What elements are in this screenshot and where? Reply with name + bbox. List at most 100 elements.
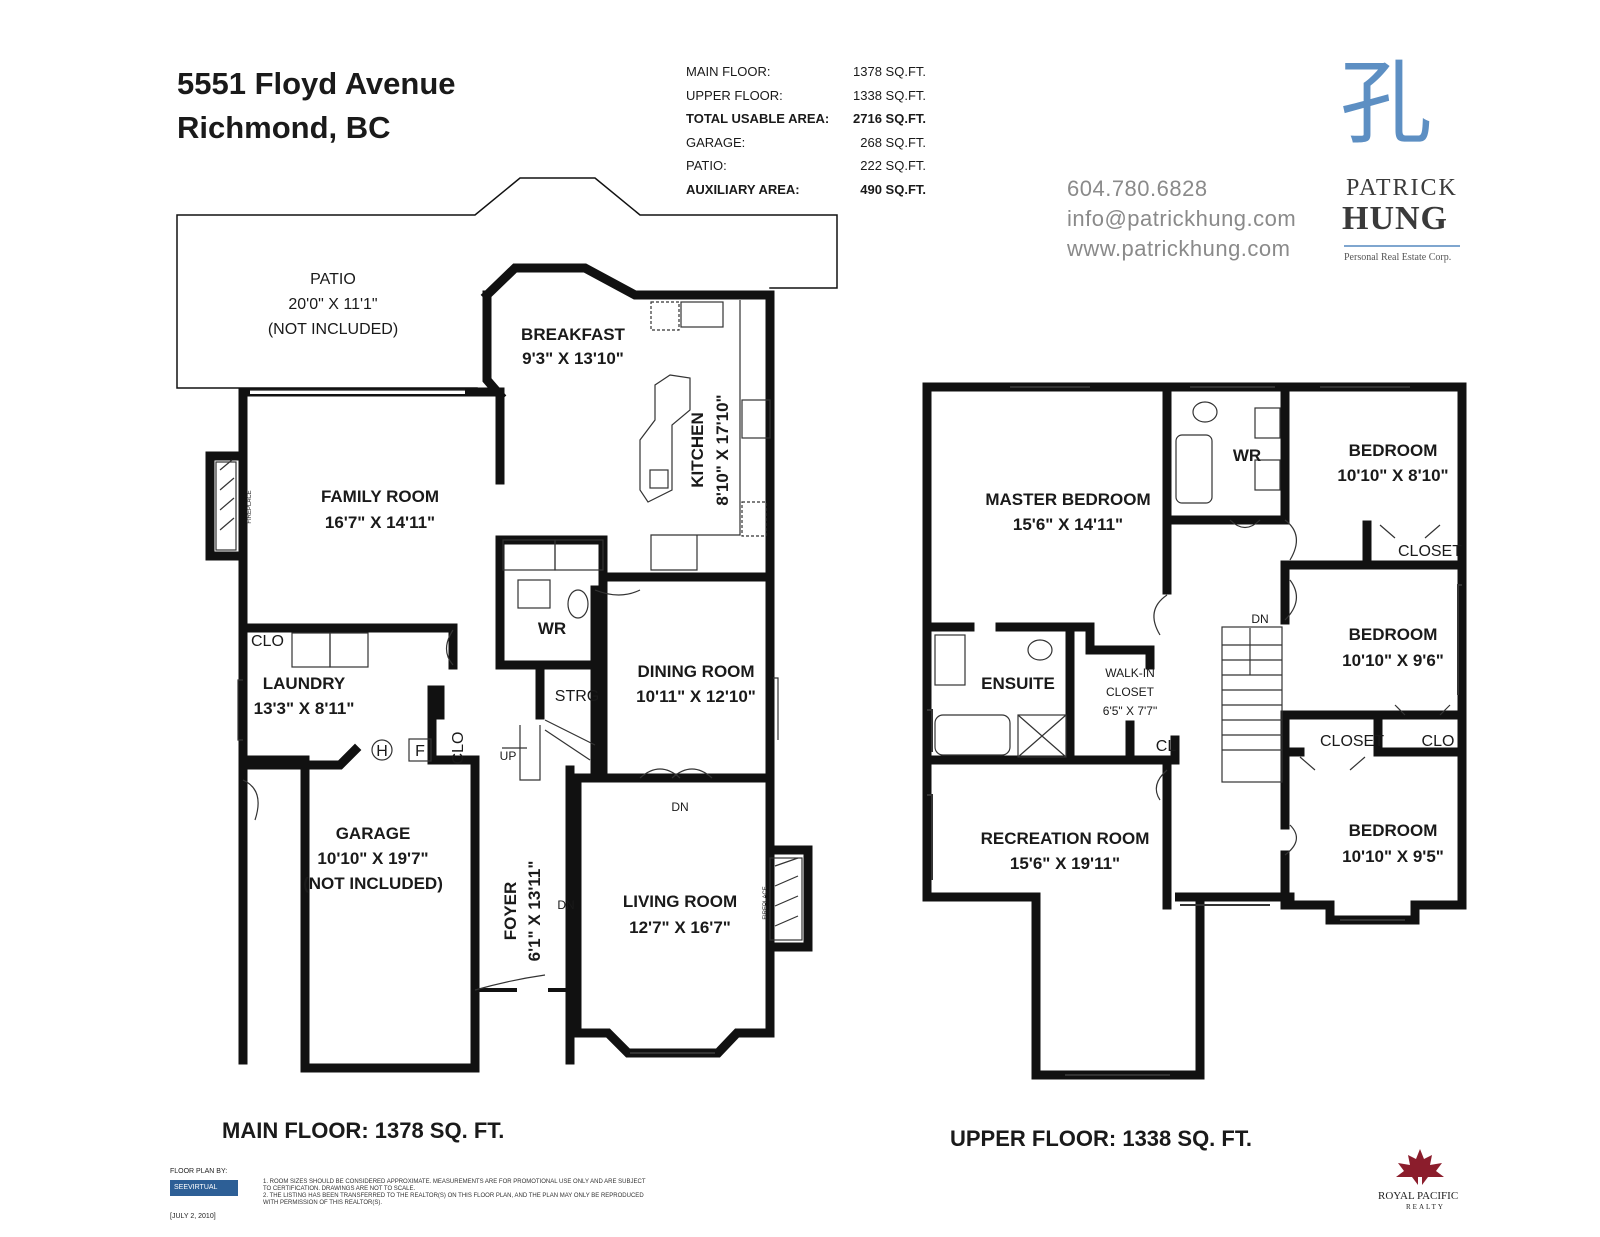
wr-sink (1254, 459, 1281, 491)
label-closet-bed3: CLOSET (1320, 733, 1384, 750)
label-laundry-name: LAUNDRY (263, 674, 346, 693)
label-heater: H (376, 743, 388, 760)
label-walkin-dims: 6'5" X 7'7" (1103, 704, 1157, 718)
counter-cabinet (554, 539, 604, 571)
ensuite-vanity (934, 634, 966, 686)
address-line1: 5551 Floyd Avenue (177, 66, 456, 101)
realty-name: ROYAL PACIFIC (1378, 1190, 1459, 1202)
closet-doors (1299, 756, 1366, 771)
label-walkin-2: CLOSET (1106, 685, 1155, 699)
kitchen-island (639, 374, 691, 503)
label-dn-dining: DN (671, 800, 688, 814)
area-row-upper: UPPER FLOOR:1338 SQ.FT. (686, 87, 926, 103)
washer (291, 632, 331, 668)
label-bed2-dims: 10'10" X 9'6" (1342, 651, 1444, 670)
shower (1017, 714, 1067, 758)
door-swing (639, 768, 713, 779)
fireplace-hatch (769, 857, 803, 941)
door-swing (1229, 519, 1261, 529)
label-ensuite: ENSUITE (981, 674, 1055, 693)
fridge-space (741, 501, 767, 537)
label-bed2-name: BEDROOM (1349, 625, 1438, 644)
wall (1065, 622, 1155, 670)
disclaimer-2: 2. THE LISTING HAS BEEN TRANSFERRED TO T… (263, 1193, 644, 1206)
contact-phone[interactable]: 604.780.6828 (1067, 176, 1208, 201)
island-sink (649, 469, 669, 489)
label-living-dims: 12'7" X 16'7" (629, 918, 731, 937)
label-foyer-name: FOYER (501, 882, 520, 941)
label-bed3-dims: 10'10" X 9'5" (1342, 847, 1444, 866)
disclaimer: 1. ROOM SIZES SHOULD BE CONSIDERED APPRO… (263, 1179, 653, 1207)
door-swing (594, 589, 641, 596)
wall (427, 685, 480, 1073)
area-row-garage: GARAGE:268 SQ.FT. (686, 134, 926, 150)
wr-sink (517, 579, 551, 609)
label-foyer-dims: 6'1" X 13'11" (525, 861, 544, 962)
door-swing (1284, 579, 1297, 621)
maple-leaf-icon (1396, 1149, 1444, 1185)
stove (741, 399, 771, 439)
label-rec-name: RECREATION ROOM (981, 829, 1150, 848)
door-swing (1155, 769, 1168, 801)
closet-doors (1394, 704, 1451, 716)
contact-website[interactable]: www.patrickhung.com (1067, 236, 1291, 261)
label-kitchen-dims: 8'10" X 17'10" (713, 394, 732, 505)
wall (205, 451, 248, 561)
counter-corner (650, 301, 680, 331)
label-family-name: FAMILY ROOM (321, 487, 439, 506)
label-clo-laundry: CLO (251, 633, 284, 650)
window (237, 679, 243, 741)
patio-outline (176, 177, 838, 389)
address-line2: Richmond, BC (177, 110, 391, 145)
label-dining-name: DINING ROOM (637, 662, 754, 681)
wr-sink (1254, 407, 1281, 439)
label-walkin-1: WALK-IN (1105, 666, 1155, 680)
stairs (519, 719, 596, 781)
wall (1373, 710, 1467, 757)
label-dining-dims: 10'11" X 12'10" (636, 687, 756, 706)
door-swing (242, 779, 259, 821)
label-bed3-name: BEDROOM (1349, 821, 1438, 840)
brand-logo-glyph: 孔 (1340, 50, 1433, 157)
window (773, 677, 779, 740)
dryer (329, 632, 369, 668)
upper-floor-label: UPPER FLOOR: 1338 SQ. FT. (950, 1126, 1252, 1151)
door-swing (474, 974, 546, 991)
label-rec-dims: 15'6" X 19'11" (1010, 854, 1120, 873)
wall (238, 743, 362, 770)
toilet (1192, 401, 1218, 423)
heater-symbol (371, 739, 393, 761)
furnace-symbol (408, 738, 432, 762)
fireplace-hatch-lines (774, 857, 799, 927)
label-bed1-dims: 10'10" X 8'10" (1337, 466, 1448, 485)
window (927, 794, 933, 880)
main-floor-label: MAIN FLOOR: 1378 SQ. FT. (222, 1118, 505, 1143)
door-swing (445, 629, 454, 666)
label-breakfast-name: BREAKFAST (521, 325, 626, 344)
wall (495, 535, 600, 670)
area-row-auxiliary: AUXILIARY AREA:490 SQ.FT. (686, 181, 926, 197)
brand-first-name: PATRICK (1346, 175, 1458, 201)
shower-drain (1017, 714, 1067, 758)
wall (470, 387, 505, 485)
brand-tagline: Personal Real Estate Corp. (1344, 252, 1452, 263)
fireplace-hatch-lines (219, 459, 235, 531)
label-garage-dims: 10'10" X 19'7" (317, 849, 428, 868)
contact-email[interactable]: info@patrickhung.com (1067, 206, 1297, 231)
label-dn-upper: DN (1251, 612, 1268, 626)
door-swing (1284, 824, 1297, 856)
label-garage-note: (NOT INCLUDED) (303, 874, 443, 893)
stair-treads (1222, 644, 1282, 751)
wall (238, 755, 480, 1073)
label-laundry-dims: 13'3" X 8'11" (254, 699, 355, 718)
area-summary: MAIN FLOOR:1378 SQ.FT. UPPER FLOOR:1338 … (686, 64, 926, 205)
ensuite-tub (934, 714, 1011, 756)
label-breakfast-dims: 9'3" X 13'10" (522, 349, 624, 368)
label-dn-foyer: DN (557, 898, 574, 912)
wall (238, 623, 458, 670)
label-clo-bed2: CLO (1422, 733, 1455, 750)
label-garage-name: GARAGE (336, 824, 411, 843)
wall (482, 290, 507, 402)
area-row-total: TOTAL USABLE AREA:2716 SQ.FT. (686, 111, 926, 126)
